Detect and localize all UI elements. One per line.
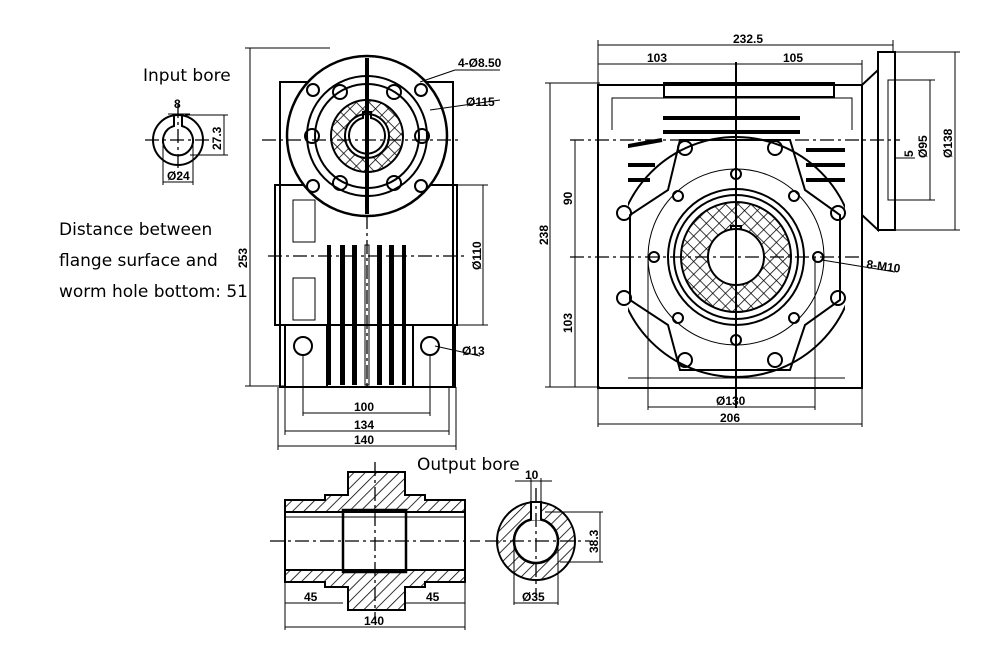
input-key-width-label: 8 (174, 97, 181, 111)
front-spigot-label: Ø110 (470, 241, 484, 270)
input-key-height-label: 27.3 (210, 126, 224, 150)
side-base-width-label: 206 (720, 411, 740, 425)
output-left-length-label: 45 (304, 590, 318, 604)
front-foot-width-label: 134 (354, 418, 374, 432)
side-right-offset-label: 105 (783, 51, 803, 65)
output-diameter-label: Ø35 (522, 590, 545, 604)
front-foot-spacing-label: 100 (354, 400, 374, 414)
side-motor-flange-label: Ø138 (941, 128, 955, 158)
side-left-offset-label: 103 (647, 51, 667, 65)
side-lower-height-label: 103 (561, 313, 575, 333)
front-flange-diameter-label: Ø115 (466, 95, 495, 109)
input-diameter-label: Ø24 (167, 169, 190, 183)
input-bore-caption: Input bore (143, 66, 231, 86)
input-bore-section: 8 27.3 Ø24 (145, 97, 228, 185)
side-motor-spigot-label: Ø95 (916, 135, 930, 158)
side-view: 232.5 103 105 238 90 103 Ø130 206 Ø95 Ø1… (537, 32, 960, 427)
output-key-height-label: 38.3 (587, 529, 601, 553)
side-overall-length-label: 232.5 (733, 32, 763, 46)
output-bore-section: 45 45 140 10 38.3 Ø35 (270, 462, 603, 630)
output-key-width-label: 10 (525, 468, 539, 482)
output-bore-caption: Output bore (417, 455, 520, 475)
distance-note-line2: flange surface and (59, 251, 218, 271)
distance-note-line3: worm hole bottom: 51 (59, 282, 248, 302)
side-pcd-label: Ø130 (716, 394, 746, 408)
side-upper-height-label: 90 (561, 191, 575, 205)
side-height-label: 238 (537, 225, 551, 245)
front-holes-label: 4-Ø8.50 (458, 56, 502, 70)
output-total-length-label: 140 (364, 614, 384, 628)
distance-note-line1: Distance between (59, 220, 212, 240)
side-spigot-depth-label: 5 (902, 150, 916, 157)
side-threads-label: 8-M10 (866, 257, 902, 276)
front-foot-hole-label: Ø13 (462, 344, 485, 358)
front-view: 253 Ø110 Ø115 4-Ø8.50 Ø13 100 134 140 (236, 47, 502, 450)
output-right-length-label: 45 (426, 590, 440, 604)
front-height-label: 253 (236, 248, 250, 268)
front-overall-width-label: 140 (354, 433, 374, 447)
